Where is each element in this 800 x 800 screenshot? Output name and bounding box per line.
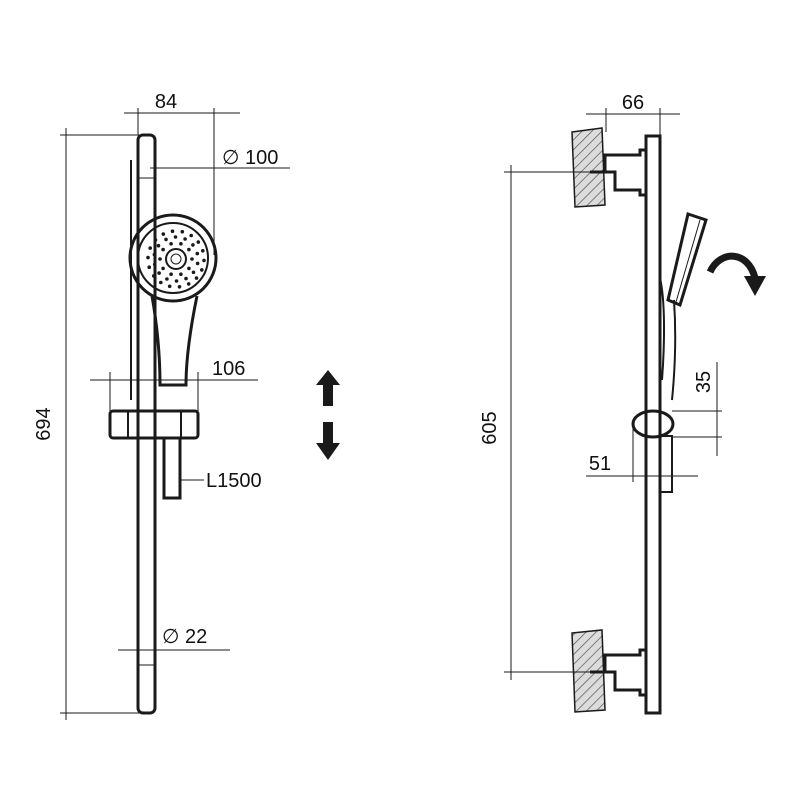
shower-head (128, 213, 218, 387)
nozzle-dot (184, 276, 188, 281)
nozzle-dot (169, 242, 173, 246)
dim-bracket-spacing: 605 (479, 165, 590, 680)
nozzle-dot (161, 266, 165, 271)
double-arrow-icon (316, 370, 340, 460)
rotate-arrow-icon (706, 252, 766, 296)
nozzle-dot (174, 279, 179, 283)
nozzle-dot (202, 258, 206, 263)
dim-width-label: 84 (155, 91, 177, 113)
dim-total-height: 694 (33, 128, 148, 720)
nozzle-dot (148, 246, 152, 250)
slider (108, 409, 200, 500)
dim-depth-label: 66 (622, 92, 644, 114)
nozzle-dot (191, 270, 196, 275)
nozzle-dot (157, 271, 161, 275)
nozzle-dot (156, 243, 161, 248)
nozzle-dot (183, 237, 187, 241)
dim-slider-height-label: 35 (693, 371, 715, 393)
slider-side (631, 409, 675, 493)
nozzle-dot (161, 247, 165, 252)
dim-slider-depth: 51 (586, 424, 698, 482)
nozzle-dot (169, 272, 173, 277)
shower-head-side (659, 212, 708, 401)
nozzle-dot (177, 285, 182, 289)
nozzle-dot (195, 251, 200, 256)
nozzle-dot (165, 277, 169, 281)
nozzle-dot (187, 266, 191, 271)
dim-hose-length: L1500 (180, 470, 262, 492)
nozzle-dot (195, 261, 200, 266)
dim-rail-diameter-label: ∅ 22 (162, 626, 207, 648)
dim-slider-height: 35 (672, 362, 722, 456)
dim-slider-width-label: 106 (212, 358, 245, 380)
nozzle-dot (164, 237, 168, 242)
dim-head-diameter-label: ∅ 100 (222, 147, 278, 169)
dim-head-diameter: ∅ 100 (150, 135, 290, 255)
wall-section-top (571, 127, 606, 208)
nozzle-dot (194, 276, 199, 280)
dim-total-height-label: 694 (33, 407, 55, 440)
nozzle-dot (180, 229, 185, 234)
nozzle-dot (201, 249, 205, 253)
side-view: 66 605 35 51 (479, 92, 766, 715)
nozzle-dot (191, 243, 195, 247)
nozzle-dot (151, 274, 156, 278)
bracket-bottom (590, 648, 648, 697)
nozzle-dot (200, 268, 204, 272)
nozzle-dot (158, 257, 162, 261)
nozzle-dot (187, 247, 191, 252)
dim-depth: 66 (586, 92, 680, 136)
nozzle-dot (179, 272, 183, 277)
nozzle-dot (146, 255, 150, 260)
dim-rail-diameter: ∅ 22 (118, 626, 230, 651)
nozzle-dot (161, 232, 166, 236)
nozzle-dot (173, 235, 178, 239)
nozzle-dot (170, 229, 175, 233)
nozzle-dot (152, 252, 157, 257)
nozzle-dot (159, 280, 163, 285)
nozzle-dot (190, 257, 194, 261)
bracket-top (590, 148, 648, 197)
dim-width: 84 (124, 91, 240, 135)
dim-bracket-spacing-label: 605 (479, 411, 501, 444)
nozzle-dot (153, 238, 158, 242)
nozzle-dot (186, 282, 191, 286)
dim-slider-depth-label: 51 (589, 453, 611, 475)
nozzle-dot (179, 242, 183, 246)
dim-slider-width: 106 (90, 358, 258, 411)
rail-side (644, 134, 662, 715)
nozzle-dot (152, 262, 157, 267)
wall-section-bottom (571, 629, 606, 713)
nozzle-dot (147, 265, 151, 270)
dim-hose-length-label: L1500 (206, 470, 262, 492)
nozzle-dot (189, 233, 193, 238)
nozzle-dot (167, 284, 172, 289)
front-view: 84 ∅ 100 106 694 L1500 (33, 91, 290, 720)
nozzle-dot (196, 240, 201, 244)
nozzle-pattern (146, 229, 206, 289)
